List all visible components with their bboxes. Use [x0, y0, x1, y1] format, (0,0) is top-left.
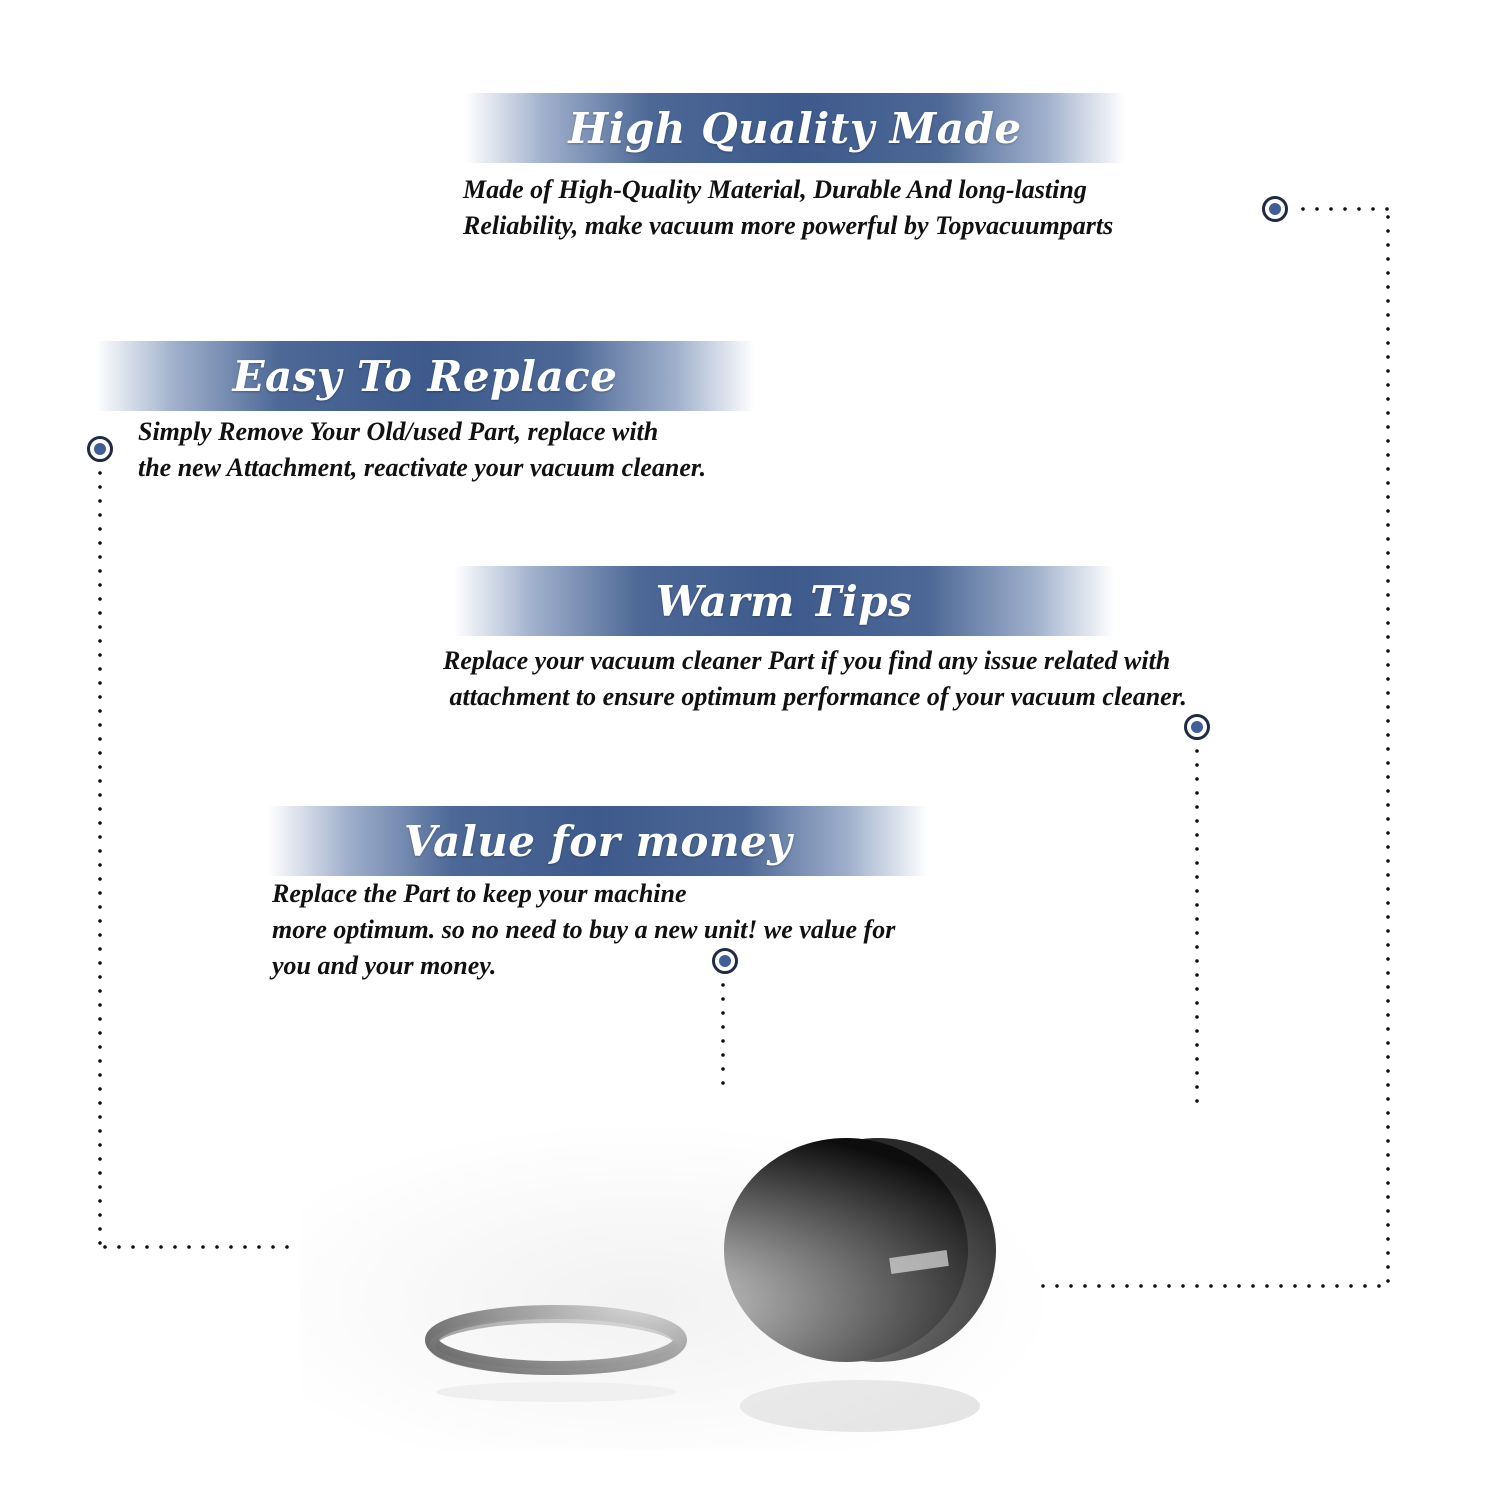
- banner-value-money: Value for money: [268, 806, 928, 876]
- dotted-connector: [98, 1245, 298, 1249]
- dotted-connector: [1296, 207, 1390, 211]
- banner-title: Easy To Replace: [232, 351, 618, 401]
- desc-line: Replace your vacuum cleaner Part if you …: [443, 646, 1171, 675]
- dotted-connector: [1195, 744, 1199, 1106]
- desc-line: Simply Remove Your Old/used Part, replac…: [138, 417, 659, 446]
- dotted-connector: [1386, 210, 1390, 1290]
- target-dot-icon: [1184, 714, 1210, 740]
- banner-warm-tips: Warm Tips: [454, 566, 1114, 636]
- dotted-connector: [1036, 1284, 1390, 1288]
- desc-easy-replace: Simply Remove Your Old/used Part, replac…: [138, 414, 706, 486]
- banner-title: Value for money: [403, 816, 793, 866]
- banner-high-quality: High Quality Made: [465, 93, 1125, 163]
- desc-line: the new Attachment, reactivate your vacu…: [138, 453, 707, 482]
- dotted-connector: [721, 978, 725, 1090]
- desc-line: attachment to ensure optimum performance…: [443, 682, 1187, 711]
- desc-high-quality: Made of High-Quality Material, Durable A…: [463, 172, 1113, 244]
- target-dot-icon: [1262, 196, 1288, 222]
- desc-warm-tips: Replace your vacuum cleaner Part if you …: [443, 643, 1187, 715]
- banner-title: Warm Tips: [655, 576, 913, 626]
- desc-line: Replace the Part to keep your machine: [272, 879, 687, 908]
- desc-line: you and your money.: [272, 951, 497, 980]
- product-photo: [300, 1120, 1060, 1450]
- dotted-connector: [98, 466, 102, 1248]
- product-backdrop: [300, 1120, 1060, 1450]
- banner-title: High Quality Made: [568, 103, 1022, 153]
- banner-easy-replace: Easy To Replace: [95, 341, 755, 411]
- desc-line: Made of High-Quality Material, Durable A…: [463, 175, 1087, 204]
- desc-line: more optimum. so no need to buy a new un…: [272, 915, 896, 944]
- desc-line: Reliability, make vacuum more powerful b…: [463, 211, 1114, 240]
- target-dot-icon: [712, 948, 738, 974]
- desc-value-money: Replace the Part to keep your machine mo…: [272, 876, 895, 984]
- target-dot-icon: [87, 436, 113, 462]
